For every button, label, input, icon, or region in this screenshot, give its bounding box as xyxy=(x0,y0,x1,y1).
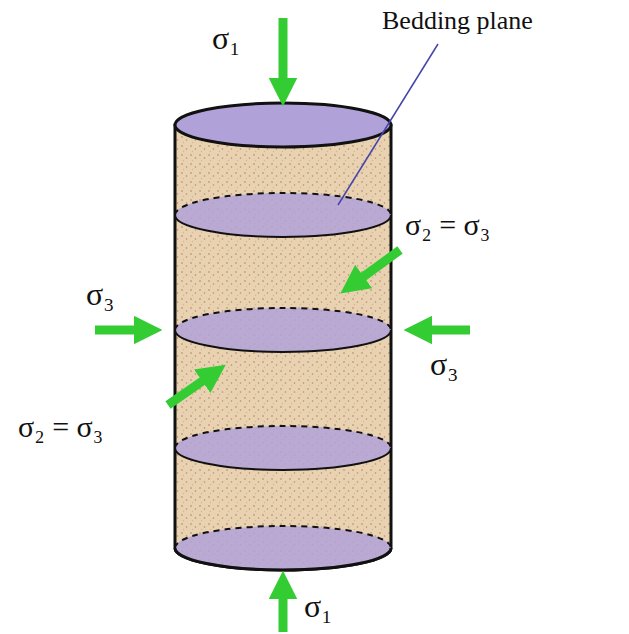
stress-label: σ₁ xyxy=(304,590,332,622)
stress-label: σ₂ = σ₃ xyxy=(405,210,490,240)
stress-label: σ₃ xyxy=(430,348,458,380)
stress-label: σ₃ xyxy=(86,278,114,310)
stress-label: σ₁ xyxy=(212,22,240,54)
bedding-plane-label: Bedding plane xyxy=(382,8,533,34)
stress-label: σ₂ = σ₃ xyxy=(18,412,103,442)
